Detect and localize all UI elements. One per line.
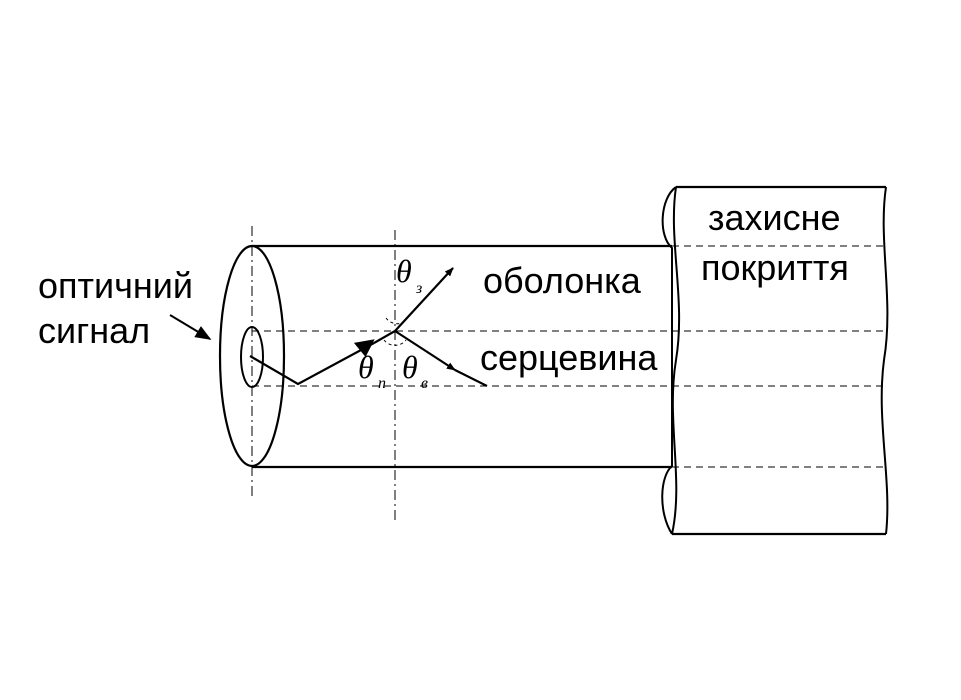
angle-reflection-label: θ в <box>402 349 428 392</box>
svg-text:з: з <box>415 280 422 297</box>
protective-coating <box>661 185 889 536</box>
light-rays <box>249 267 488 387</box>
signal-pointer-arrow <box>169 314 212 340</box>
svg-text:θ: θ <box>358 349 374 385</box>
angle-incidence-label: θ п <box>358 349 386 392</box>
signal-label-line2: сигнал <box>38 310 150 351</box>
refracted-ray <box>394 267 454 332</box>
reflected-ray <box>394 330 456 371</box>
svg-text:θ: θ <box>396 253 412 289</box>
coating-label-line1: захисне <box>708 197 841 238</box>
cladding-label: оболонка <box>483 260 642 301</box>
angle-refraction-label: θ з <box>396 253 422 297</box>
svg-text:п: п <box>378 375 386 392</box>
core-label: серцевина <box>480 337 658 378</box>
coating-label-line2: покриття <box>701 247 849 288</box>
signal-label-line1: оптичний <box>38 265 193 306</box>
guide-lines <box>252 245 888 468</box>
axis-lines <box>251 226 396 522</box>
incident-arrowhead <box>353 339 375 358</box>
svg-text:в: в <box>421 375 428 392</box>
incident-ray <box>249 342 375 386</box>
svg-text:θ: θ <box>402 349 418 385</box>
